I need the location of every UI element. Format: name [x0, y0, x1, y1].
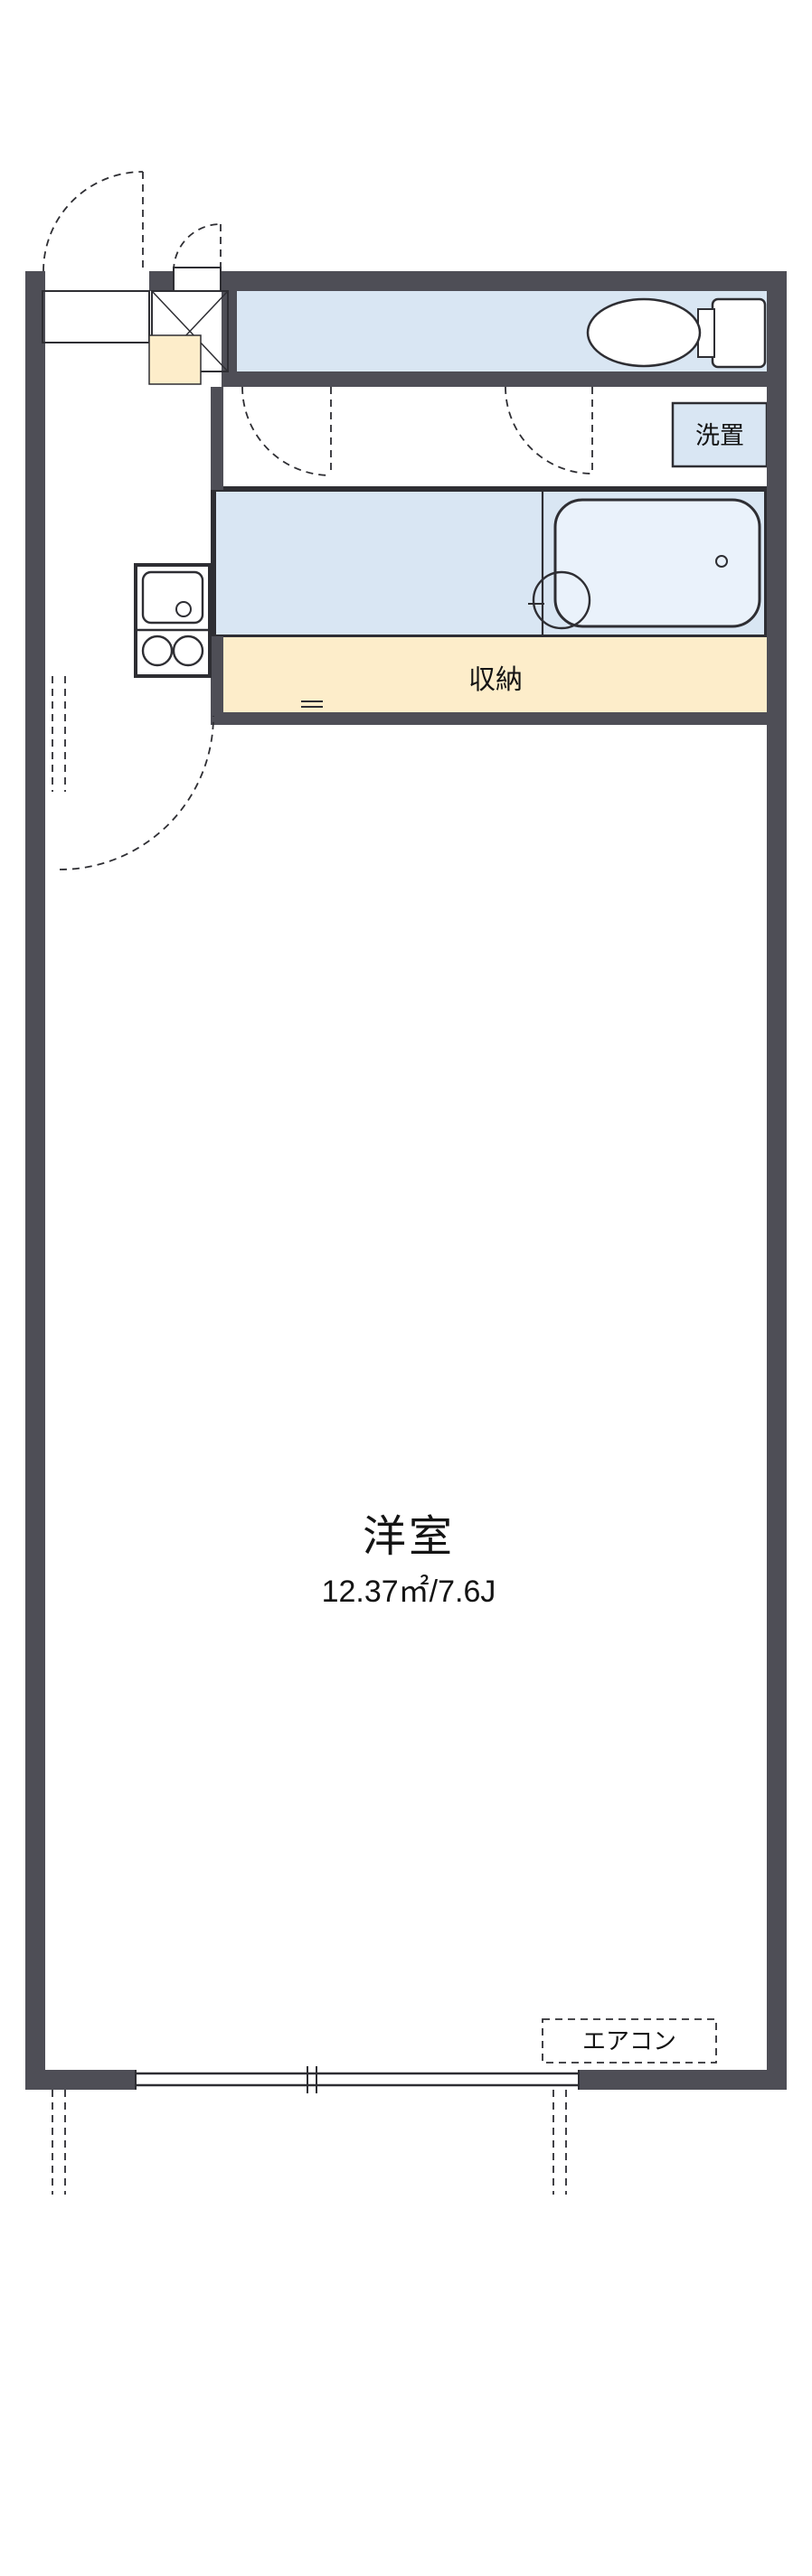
wall-left	[25, 271, 45, 2090]
kitchen-counter	[134, 563, 212, 678]
aircon-box	[542, 2018, 717, 2064]
door-pocket	[173, 267, 222, 292]
toilet-tank	[711, 297, 767, 369]
wall-break-marks	[301, 700, 323, 708]
storage-closet: 収納	[223, 637, 767, 712]
toilet-door-swing-arc	[505, 386, 593, 475]
interior-walls	[211, 291, 787, 725]
room-name-label: 洋室	[363, 1513, 455, 1561]
wall-corridor-storage	[211, 636, 223, 716]
entrance-area	[42, 267, 229, 385]
door-swings	[42, 171, 593, 870]
wall-bottom-left	[25, 2070, 136, 2090]
balcony-boundary	[52, 2090, 567, 2195]
wall-top	[149, 271, 787, 291]
wall-right	[767, 271, 787, 2090]
bath-faucet-icon	[715, 555, 728, 568]
storage-floor	[223, 637, 767, 712]
wall-corridor-washroom	[211, 387, 223, 490]
storage-label: 収納	[468, 665, 523, 695]
wall-bottom-right	[579, 2070, 787, 2090]
wall-storage-bottom	[211, 712, 787, 725]
toilet-icon	[586, 297, 767, 369]
kitchen-sink-icon	[141, 570, 204, 625]
aircon-label: エアコン	[582, 2027, 676, 2054]
faucet-icon	[175, 601, 192, 617]
wall-below-toilet	[222, 371, 787, 387]
entrance-step	[42, 290, 150, 343]
western-room: 洋室 12.37㎡/7.6J	[322, 1513, 496, 1609]
aircon: エアコン	[542, 2018, 717, 2064]
bathroom	[211, 486, 770, 640]
outer-walls	[25, 271, 787, 2090]
balcony-window	[135, 2066, 580, 2093]
stove-burner-icon	[172, 635, 204, 667]
room-door-swing-arc	[59, 715, 214, 870]
kitchen-unit	[134, 563, 212, 678]
entrance-door-swing-arc	[42, 171, 144, 272]
washroom-door-swing-arc	[241, 386, 332, 476]
washer-area: 洗置	[671, 401, 769, 468]
room-area-label: 12.37㎡/7.6J	[322, 1575, 496, 1609]
washer-label: 洗置	[695, 422, 744, 449]
small-door-swing-arc	[173, 223, 222, 272]
entrance-mat	[148, 334, 202, 385]
bath-round-stool-icon	[532, 570, 591, 630]
wall-entrance-toilet	[222, 291, 237, 387]
bathtub-icon	[553, 498, 761, 628]
toilet-bowl	[586, 297, 702, 368]
stove-burner-icon	[141, 635, 174, 667]
